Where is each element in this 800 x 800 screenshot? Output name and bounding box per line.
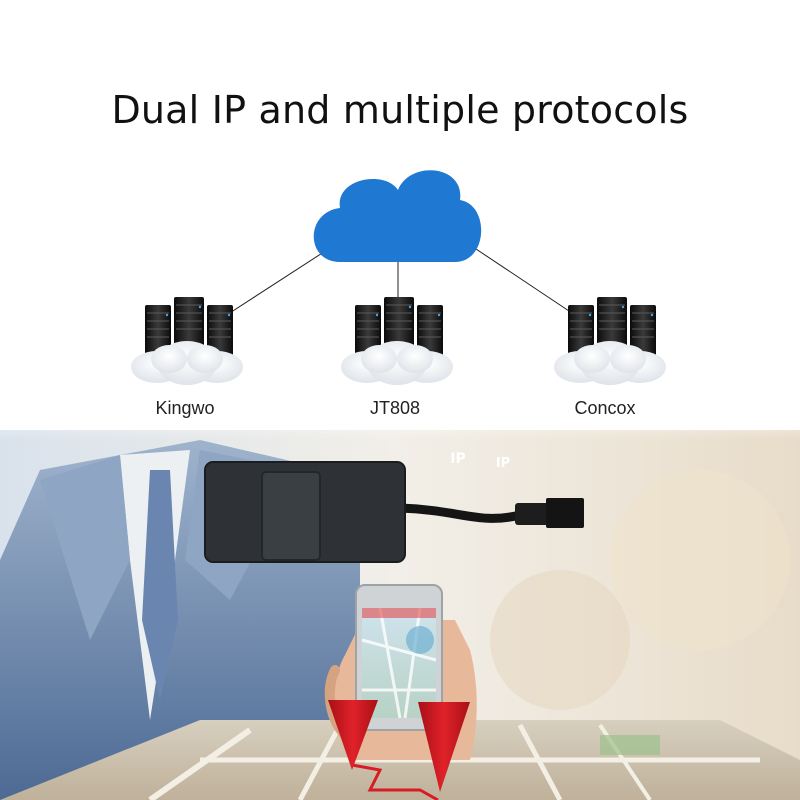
route-line — [351, 763, 439, 800]
map-pin-marker — [328, 700, 378, 770]
server-cluster-icon — [340, 296, 454, 386]
map-pin-marker — [418, 702, 470, 792]
server-label-concox: Concox — [574, 398, 636, 418]
page-title: Dual IP and multiple protocols — [111, 88, 689, 132]
ip-badge-text: IP — [495, 456, 511, 471]
gps-tracker-device — [204, 461, 584, 563]
server-cluster-icon — [553, 296, 667, 386]
route-and-pins — [328, 700, 470, 800]
network-diagram — [0, 0, 800, 440]
server-label-jt808: JT808 — [369, 398, 421, 418]
ip-badge-text: IP — [450, 451, 466, 467]
server-cluster-icon — [130, 296, 244, 386]
server-label-kingwo: Kingwo — [155, 398, 215, 418]
cloud-icon — [313, 170, 482, 262]
